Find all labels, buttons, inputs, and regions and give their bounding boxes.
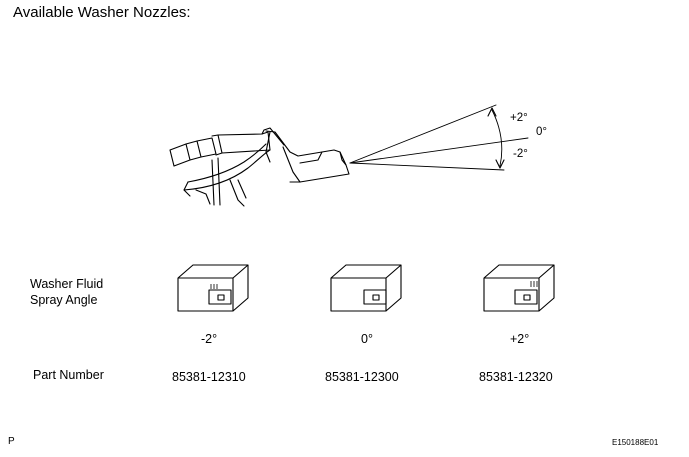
- angle-arc: [491, 109, 503, 167]
- spray-fan: [349, 104, 529, 171]
- nozzle-tip-plus-2: [483, 264, 555, 312]
- figure-id: E150188E01: [612, 438, 659, 447]
- page-mark: P: [8, 436, 15, 447]
- arc-arrow-bottom-icon: [495, 159, 505, 169]
- spray-angle-zero-label: 0°: [536, 126, 547, 138]
- part-number-value: 85381-12300: [325, 370, 399, 384]
- part-number-value: 85381-12320: [479, 370, 553, 384]
- nozzle-tip-minus-2: [177, 264, 249, 312]
- part-number-value: 85381-12310: [172, 370, 246, 384]
- spray-angle-plus-label: +2°: [510, 112, 528, 124]
- arc-arrow-top-icon: [487, 107, 497, 117]
- nozzle-angle-value: -2°: [201, 332, 218, 346]
- nozzle-tip-zero: [330, 264, 402, 312]
- nozzle-angle-value: 0°: [361, 332, 373, 346]
- row-label-part-number: Part Number: [33, 368, 104, 382]
- row-label-spray-angle-line2: Spray Angle: [30, 293, 98, 307]
- diagram-title: Available Washer Nozzles:: [13, 4, 191, 21]
- row-label-spray-angle-line1: Washer Fluid: [30, 277, 104, 291]
- nozzle-angle-value: +2°: [510, 332, 530, 346]
- spray-angle-minus-label: -2°: [513, 148, 528, 160]
- nozzle-illustration: [169, 127, 350, 207]
